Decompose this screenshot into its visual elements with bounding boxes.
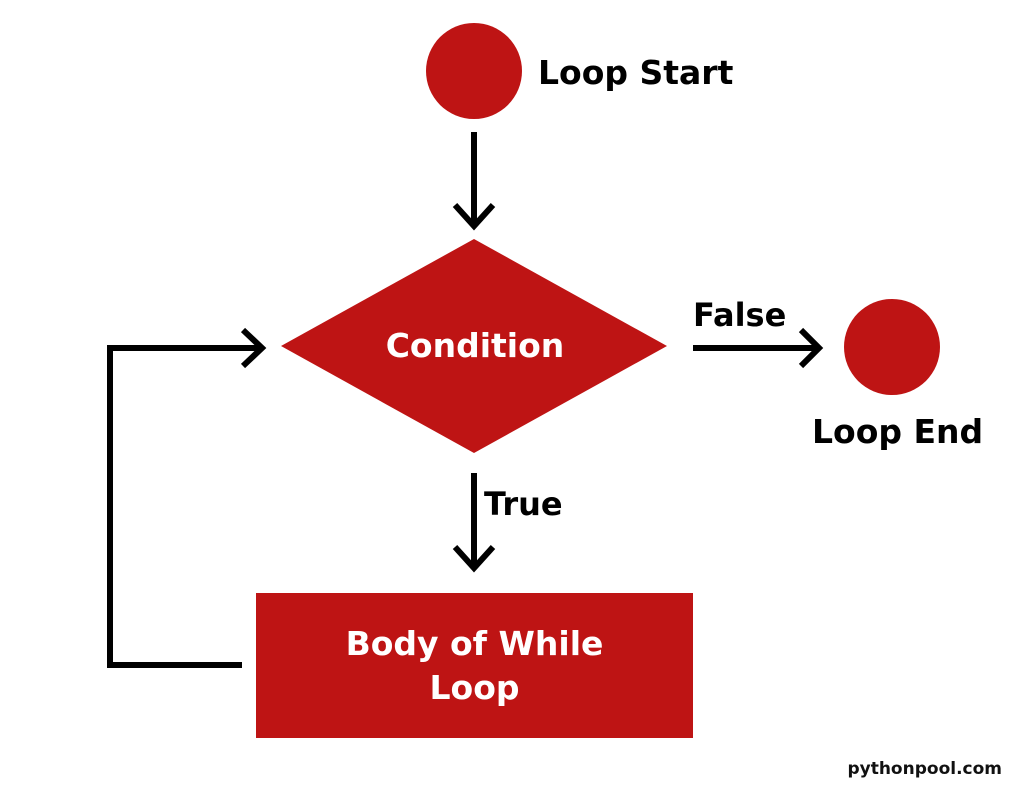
- end-node: [844, 299, 940, 395]
- body-node-label-box: Body of While Loop: [256, 593, 693, 738]
- arrow-true-to-body: [452, 473, 496, 573]
- site-watermark: pythonpool.com: [847, 759, 1002, 779]
- arrow-start-to-condition: [452, 132, 496, 231]
- start-node-label: Loop Start: [538, 53, 734, 92]
- start-node: [426, 23, 522, 119]
- arrow-false-to-end: [693, 327, 824, 369]
- condition-node: [281, 239, 667, 453]
- arrow-loop-back: [107, 327, 267, 668]
- body-node-label: Body of While Loop: [345, 623, 604, 707]
- condition-node-label: Condition: [385, 326, 565, 365]
- body-node: [256, 593, 693, 738]
- false-edge-label: False: [693, 296, 787, 334]
- end-node-label: Loop End: [812, 412, 984, 451]
- true-edge-label: True: [484, 485, 563, 523]
